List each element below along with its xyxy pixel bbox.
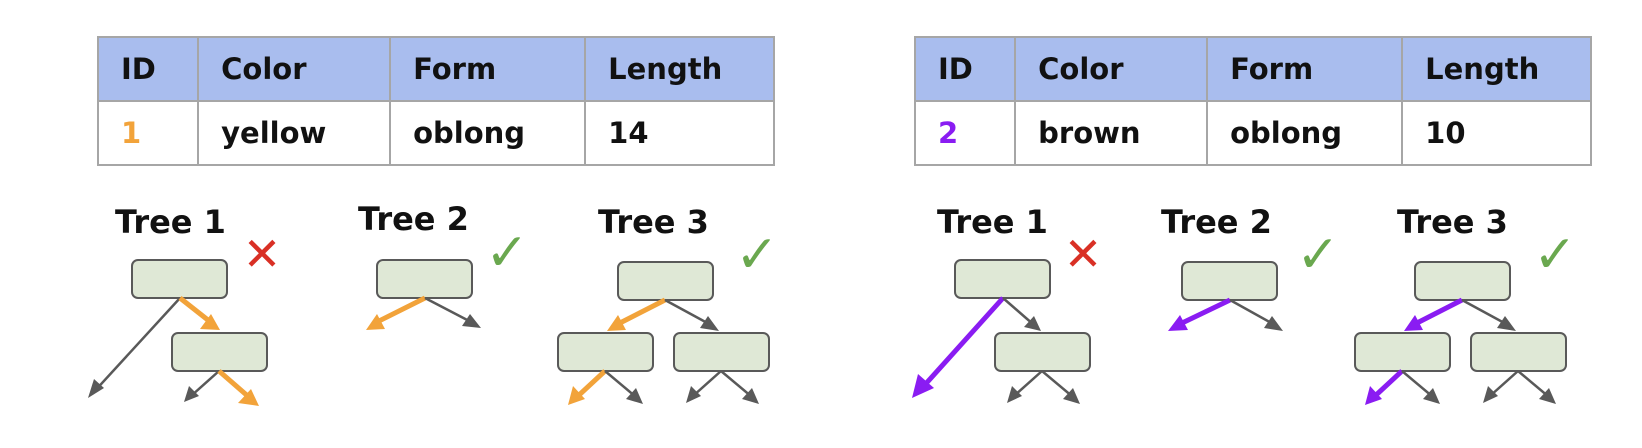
table-header-row: ID Color Form Length bbox=[913, 36, 1592, 102]
cell-color: brown bbox=[1014, 100, 1209, 166]
edge-gray bbox=[664, 298, 719, 331]
edge-path bbox=[178, 296, 220, 330]
header-color: Color bbox=[1014, 36, 1209, 102]
tree-group-sample-2: Tree 1 ✕ Tree 2 ✓ bbox=[912, 203, 1577, 405]
check-mark-icon: ✓ bbox=[735, 225, 779, 285]
table-header-row: ID Color Form Length bbox=[96, 36, 775, 102]
header-color: Color bbox=[197, 36, 392, 102]
edge-gray bbox=[686, 370, 722, 403]
cell-form: oblong bbox=[389, 100, 587, 166]
edge-path bbox=[1365, 369, 1404, 405]
table-row: 1 yellow oblong 14 bbox=[96, 100, 775, 166]
tree-title: Tree 2 bbox=[1161, 203, 1272, 241]
edge-gray bbox=[1002, 297, 1041, 331]
table-sample-1: ID Color Form Length 1 yellow oblong 14 bbox=[96, 36, 775, 166]
edge-gray bbox=[184, 370, 220, 402]
tree-1: Tree 1 ✕ bbox=[912, 203, 1102, 404]
check-mark-icon: ✓ bbox=[1533, 225, 1577, 285]
tree-2: Tree 2 ✓ bbox=[358, 200, 529, 330]
edge-path bbox=[217, 369, 259, 406]
wrong-mark-icon: ✕ bbox=[1064, 227, 1103, 281]
tree-3: Tree 3 ✓ bbox=[1354, 203, 1577, 405]
cell-id: 1 bbox=[96, 100, 200, 166]
edge-path bbox=[366, 295, 427, 330]
tree-node bbox=[1181, 261, 1278, 301]
edge-gray bbox=[1007, 370, 1043, 403]
edge-path bbox=[607, 297, 667, 331]
tree-title: Tree 2 bbox=[358, 200, 469, 238]
edge-gray bbox=[1461, 298, 1516, 331]
edge-path bbox=[1404, 297, 1464, 331]
tree-group-sample-1: Tree 1 ✕ Tree 2 ✓ bbox=[88, 200, 779, 406]
tree-node bbox=[1414, 261, 1511, 301]
edge-gray bbox=[424, 296, 481, 328]
tree-node bbox=[1354, 332, 1451, 372]
check-mark-icon: ✓ bbox=[485, 223, 529, 283]
header-length: Length bbox=[584, 36, 775, 102]
edge-gray bbox=[604, 370, 643, 404]
edge-path bbox=[912, 296, 1005, 398]
tree-node bbox=[557, 332, 654, 372]
tree-node bbox=[1470, 332, 1567, 372]
edge-gray bbox=[1483, 370, 1519, 403]
table-row: 2 brown oblong 10 bbox=[913, 100, 1592, 166]
edge-gray bbox=[720, 370, 759, 404]
tree-node bbox=[994, 332, 1091, 372]
tree-node bbox=[376, 259, 473, 299]
header-id: ID bbox=[913, 36, 1017, 102]
wrong-mark-icon: ✕ bbox=[243, 227, 282, 281]
tree-title: Tree 1 bbox=[937, 203, 1048, 241]
cell-id: 2 bbox=[913, 100, 1017, 166]
cell-length: 14 bbox=[584, 100, 775, 166]
tree-3: Tree 3 ✓ bbox=[557, 203, 779, 405]
header-form: Form bbox=[389, 36, 587, 102]
edge-gray bbox=[1517, 370, 1556, 404]
header-length: Length bbox=[1401, 36, 1592, 102]
cell-form: oblong bbox=[1206, 100, 1404, 166]
tree-title: Tree 3 bbox=[598, 203, 709, 241]
tree-node bbox=[131, 259, 228, 299]
table-sample-2: ID Color Form Length 2 brown oblong 10 bbox=[913, 36, 1592, 166]
cell-color: yellow bbox=[197, 100, 392, 166]
tree-node bbox=[673, 332, 770, 372]
header-form: Form bbox=[1206, 36, 1404, 102]
tree-title: Tree 1 bbox=[115, 203, 226, 241]
edge-gray bbox=[1041, 370, 1080, 404]
tree-node bbox=[171, 332, 268, 372]
edge-gray bbox=[88, 297, 181, 398]
tree-title: Tree 3 bbox=[1397, 203, 1508, 241]
check-mark-icon: ✓ bbox=[1296, 225, 1340, 285]
cell-length: 10 bbox=[1401, 100, 1592, 166]
tree-1: Tree 1 ✕ bbox=[88, 203, 281, 406]
edge-gray bbox=[1229, 298, 1283, 331]
header-id: ID bbox=[96, 36, 200, 102]
tree-node bbox=[954, 259, 1051, 299]
edge-gray bbox=[1401, 370, 1440, 404]
tree-node bbox=[617, 261, 714, 301]
edge-path bbox=[568, 369, 607, 405]
tree-2: Tree 2 ✓ bbox=[1161, 203, 1340, 331]
edge-path bbox=[1168, 297, 1232, 331]
